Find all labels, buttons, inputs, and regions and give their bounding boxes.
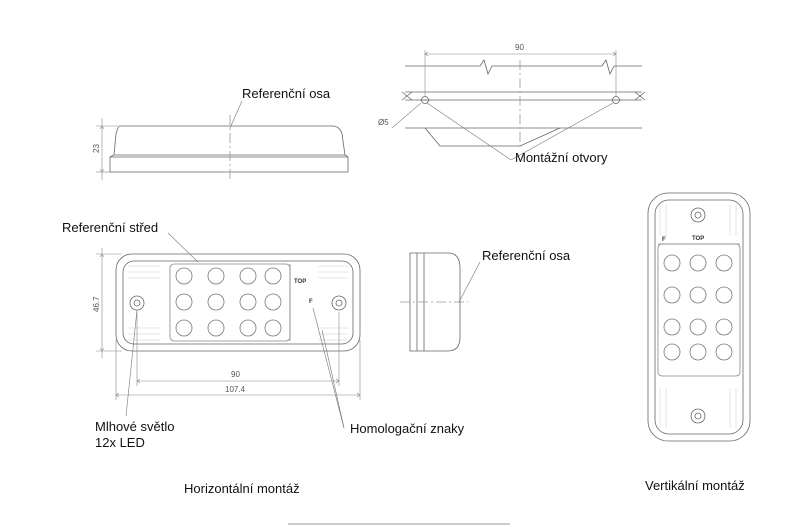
led-grid-horizontal xyxy=(175,267,282,337)
dim-hole-spacing: 90 xyxy=(515,43,524,52)
front-height-dimension xyxy=(96,248,122,358)
side-view-middle xyxy=(400,252,481,352)
side-height-dimension xyxy=(96,118,118,180)
front-view-vertical xyxy=(647,192,751,442)
label-fog-light-1: Mlhové světlo xyxy=(95,419,175,434)
label-ref-axis-top: Referenční osa xyxy=(242,86,331,101)
label-fog-light-2: 12x LED xyxy=(95,435,145,450)
label-mount-holes: Montážní otvory xyxy=(515,150,608,165)
caption-horizontal: Horizontální montáž xyxy=(184,481,300,496)
label-homologation: Homologační znaky xyxy=(350,421,465,436)
mount-holes-leaders xyxy=(426,102,614,161)
front-view-horizontal xyxy=(115,253,361,352)
front-width-dimensions xyxy=(115,312,361,400)
top-mark-vertical: TOP xyxy=(692,236,704,242)
homolog-mark-vertical: F xyxy=(662,237,666,243)
caption-vertical: Vertikální montáž xyxy=(645,478,745,493)
homolog-mark-horizontal: F xyxy=(309,299,313,305)
hole-spacing-dimension xyxy=(391,50,617,129)
mounting-holes-view xyxy=(401,59,646,150)
label-ref-axis-side: Referenční osa xyxy=(482,248,571,263)
dim-hole-diameter: Ø5 xyxy=(378,118,389,127)
dim-side-height: 23 xyxy=(92,144,101,153)
top-mark-horizontal: TOP xyxy=(294,279,306,285)
dim-width-inner: 90 xyxy=(231,370,240,379)
led-grid-vertical xyxy=(663,254,733,361)
label-ref-center: Referenční střed xyxy=(62,220,159,235)
dim-front-height: 46.7 xyxy=(92,296,101,312)
dim-width-outer: 107.4 xyxy=(225,385,246,394)
side-profile-view xyxy=(109,100,349,182)
front-leaders xyxy=(125,232,345,429)
